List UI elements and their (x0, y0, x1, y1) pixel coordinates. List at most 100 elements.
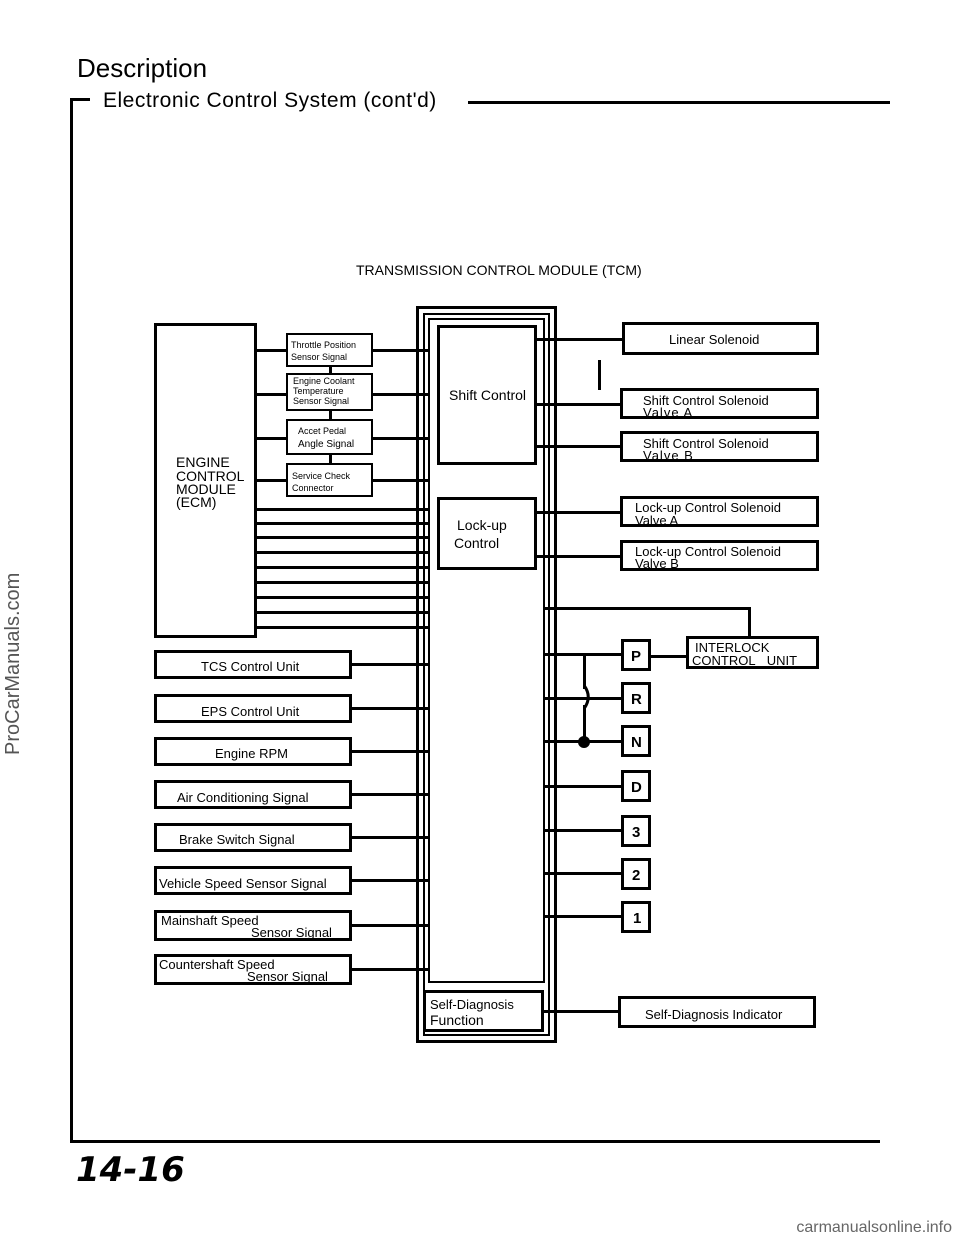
output-lockup-solenoid-a-line-2: Valve A (635, 513, 679, 528)
gear-indicator-d-label: D (631, 779, 642, 796)
input-brake: Brake Switch Signal (154, 823, 352, 852)
ecm-label-4: (ECM) (176, 494, 217, 510)
gear-indicator-r: R (621, 682, 651, 714)
ecm-signal-link-2 (329, 411, 332, 419)
input-brake-label: Brake Switch Signal (179, 832, 295, 847)
ecm-signal-coolant-line-1: Engine Coolant (293, 376, 355, 386)
gear-indicator-3: 3 (621, 815, 651, 847)
ecm-line-b1 (257, 393, 286, 396)
output-line-shift-a (537, 403, 620, 406)
gear-line-1 (545, 915, 621, 918)
ecm-bus-3 (257, 536, 428, 539)
ecm-line-b2 (373, 393, 428, 396)
output-linear-solenoid-label: Linear Solenoid (669, 332, 760, 347)
input-line-vss (352, 879, 428, 882)
input-countershaft-line-1: Countershaft Speed (159, 957, 275, 972)
output-line-linear (537, 338, 622, 341)
input-line-rpm (352, 750, 428, 753)
input-line-tcs (352, 663, 428, 666)
gear-indicator-d: D (621, 770, 651, 802)
self-diagnosis-line (544, 1010, 618, 1013)
input-ac-label: Air Conditioning Signal (177, 790, 309, 805)
ecm-line-a2 (373, 349, 428, 352)
self-diagnosis-label-2: Function (430, 1012, 484, 1028)
ecm-signal-service: Service Check Connector (286, 463, 373, 497)
ecm-line-c2 (373, 437, 428, 440)
ecm-signal-accel-line-1: Accet Pedal (298, 426, 347, 436)
gear-indicator-n: N (621, 725, 651, 757)
ecm-signal-coolant-line-2: Temperature (293, 386, 344, 396)
input-line-eps (352, 707, 428, 710)
gear-line-3 (545, 829, 621, 832)
output-lockup-solenoid-b: Lock-up Control Solenoid Valve B (620, 540, 819, 571)
gear-indicator-p: P (621, 639, 651, 671)
gear-indicator-2-label: 2 (632, 867, 641, 884)
output-shift-solenoid-b: Shift Control Solenoid Valve B (620, 431, 819, 462)
interlock-label-2: CONTROL UNIT (692, 653, 798, 668)
ecm-bus-1 (257, 508, 428, 511)
input-line-countershaft (352, 968, 428, 971)
gear-indicator-2: 2 (621, 858, 651, 890)
gear-indicator-n-label: N (631, 734, 642, 751)
output-shift-solenoid-b-line-2: Valve B (643, 448, 694, 463)
ecm-line-c1 (257, 437, 286, 440)
ecm-line-a1 (257, 349, 286, 352)
ecm-label-2: CONTROL (176, 468, 245, 484)
input-countershaft-line-2: Sensor Signal (247, 969, 328, 984)
lockup-control-label-1: Lock-up (457, 517, 507, 533)
output-lockup-solenoid-a: Lock-up Control Solenoid Valve A (620, 496, 819, 527)
ecm-bus-2 (257, 522, 428, 525)
input-tcs-label: TCS Control Unit (201, 659, 300, 674)
linear-shift-link (598, 360, 601, 390)
frame-bottom-line (70, 1140, 880, 1143)
gear-line-2 (545, 872, 621, 875)
gear-bus-crossover (583, 685, 590, 709)
self-diagnosis-indicator-label: Self-Diagnosis Indicator (645, 1007, 783, 1022)
frame-left-line (70, 98, 73, 1143)
input-mainshaft: Mainshaft Speed Sensor Signal (154, 910, 352, 941)
page-number: 14-16 (76, 1150, 185, 1190)
ecm-line-d1 (257, 479, 286, 482)
ecm-signal-accel: Accet Pedal Angle Signal (286, 419, 373, 455)
ecm-signal-service-line-1: Service Check (292, 471, 351, 481)
input-vss: Vehicle Speed Sensor Signal (154, 866, 352, 895)
ecm-signal-throttle-line-1: Throttle Position (291, 340, 357, 350)
input-line-ac (352, 793, 428, 796)
ecm-signal-coolant: Engine Coolant Temperature Sensor Signal (286, 373, 373, 411)
ecm-line-d2 (373, 479, 428, 482)
gear-indicator-1-label: 1 (633, 910, 642, 927)
output-shift-solenoid-a-line-2: Valve A (643, 405, 694, 420)
interlock-label-1: INTERLOCK (695, 640, 770, 655)
input-rpm-label: Engine RPM (215, 746, 288, 761)
output-shift-solenoid-b-line-1: Shift Control Solenoid (643, 436, 769, 451)
frame-top-left-tick (70, 98, 90, 101)
gear-indicator-3-label: 3 (632, 824, 641, 841)
ecm-signal-link-1 (329, 367, 332, 373)
output-line-lockup-a (537, 511, 620, 514)
footer-site: carmanualsonline.info (796, 1219, 952, 1236)
input-vss-label: Vehicle Speed Sensor Signal (159, 876, 327, 891)
input-tcs: TCS Control Unit (154, 650, 352, 679)
section-subtitle: Electronic Control System (cont'd) (103, 89, 437, 112)
gear-junction-dot (578, 736, 590, 748)
lockup-control-box: Lock-up Control (437, 497, 537, 570)
output-line-shift-b (537, 445, 620, 448)
ecm-signal-link-3 (329, 455, 332, 463)
output-shift-solenoid-a-line-1: Shift Control Solenoid (643, 393, 769, 408)
output-lockup-solenoid-b-line-2: Valve B (635, 556, 679, 571)
ecm-signal-throttle: Throttle Position Sensor Signal (286, 333, 373, 367)
input-mainshaft-line-2: Sensor Signal (251, 925, 332, 940)
frame-top-right-line (468, 101, 890, 104)
input-eps-label: EPS Control Unit (201, 704, 300, 719)
interlock-feed-horizontal (545, 607, 751, 610)
output-lockup-solenoid-b-line-1: Lock-up Control Solenoid (635, 544, 781, 559)
input-eps: EPS Control Unit (154, 694, 352, 723)
tcm-label: TRANSMISSION CONTROL MODULE (TCM) (356, 262, 642, 278)
ecm-bus-5 (257, 566, 428, 569)
ecm-label-1: ENGINE (176, 454, 230, 470)
shift-control-label: Shift Control (449, 387, 527, 403)
gear-bus-lower (583, 705, 586, 742)
gear-bus-upper (583, 653, 586, 689)
input-countershaft: Countershaft Speed Sensor Signal (154, 954, 352, 985)
